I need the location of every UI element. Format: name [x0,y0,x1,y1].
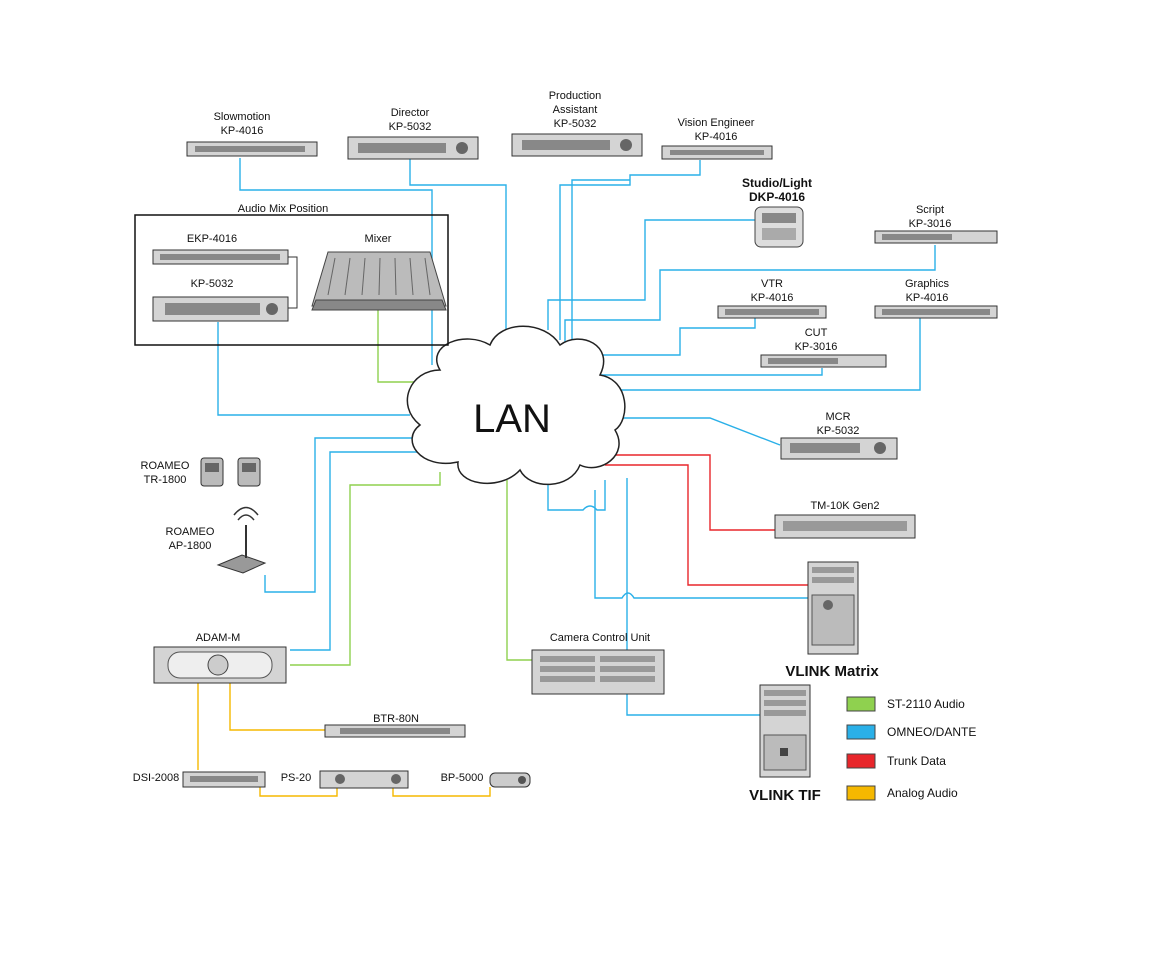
trunk-data-cables [600,454,808,586]
svg-text:Director: Director [391,107,430,119]
legend-item: Trunk Data [846,753,946,769]
tm-10k-gen2[interactable]: TM-10K Gen2 [774,500,916,539]
lan-label: LAN [473,397,551,441]
vlink-tif[interactable]: VLINK TIF [749,684,821,804]
svg-text:KP-4016: KP-4016 [221,125,264,137]
omneo-dante-cables [217,158,936,716]
svg-text:CUT: CUT [805,327,828,339]
svg-text:BTR-80N: BTR-80N [373,713,419,725]
legend-item: Analog Audio [846,785,958,801]
svg-text:KP-3016: KP-3016 [795,341,838,353]
ps-20[interactable]: PS-20 [281,770,409,789]
svg-text:Camera Control Unit: Camera Control Unit [550,632,650,644]
keypanel-director[interactable]: Director KP-5032 [347,107,479,160]
dsi-2008[interactable]: DSI-2008 [133,771,266,788]
kp-label: KP-5032 [191,278,234,290]
mixer-label: Mixer [365,233,392,245]
svg-text:KP-3016: KP-3016 [909,218,952,230]
svg-text:ROAMEO: ROAMEO [141,460,190,472]
svg-text:VLINK TIF: VLINK TIF [749,787,821,804]
keypanel-cut[interactable]: CUT KP-3016 [760,327,887,368]
keypanel-slowmotion[interactable]: Slowmotion KP-4016 [186,111,318,157]
legend-item: OMNEO/DANTE [846,724,976,740]
ekp-label: EKP-4016 [187,233,237,245]
legend-swatch [846,785,876,801]
svg-text:TM-10K Gen2: TM-10K Gen2 [810,500,879,512]
svg-text:ADAM-M: ADAM-M [196,632,241,644]
keypanel-studio-light[interactable]: Studio/Light DKP-4016 [742,176,812,248]
legend-swatch [846,753,876,769]
keypanel-production-assistant[interactable]: Production Assistant KP-5032 [511,90,643,157]
svg-text:Production: Production [549,90,602,102]
svg-text:Vision Engineer: Vision Engineer [678,117,755,129]
audio-mix-position: Audio Mix Position EKP-4016 KP-5032 Mixe… [134,203,449,346]
adam-m[interactable]: ADAM-M [153,632,287,684]
audio-mix-title: Audio Mix Position [238,203,329,215]
legend-label: Trunk Data [887,754,946,768]
svg-text:KP-5032: KP-5032 [554,118,597,130]
bp-5000[interactable]: BP-5000 [441,772,531,788]
svg-text:ROAMEO: ROAMEO [166,526,215,538]
legend-item: ST-2110 Audio [846,696,965,712]
svg-text:PS-20: PS-20 [281,772,312,784]
vlink-matrix[interactable]: VLINK Matrix [785,561,879,680]
svg-text:KP-5032: KP-5032 [389,121,432,133]
legend-label: Analog Audio [887,786,958,800]
keypanel-vision-engineer[interactable]: Vision Engineer KP-4016 [661,117,773,160]
analog-audio-cables [197,683,491,797]
svg-text:Assistant: Assistant [553,104,598,116]
legend-label: ST-2110 Audio [887,697,965,711]
svg-text:VLINK Matrix: VLINK Matrix [785,663,879,680]
keypanel-graphics[interactable]: Graphics KP-4016 [874,278,998,319]
svg-text:Studio/Light: Studio/Light [742,176,812,190]
svg-text:DSI-2008: DSI-2008 [133,772,179,784]
svg-text:AP-1800: AP-1800 [169,540,212,552]
keypanel-script[interactable]: Script KP-3016 [874,204,998,244]
svg-text:VTR: VTR [761,278,783,290]
keypanel-vtr[interactable]: VTR KP-4016 [717,278,827,319]
camera-control-unit[interactable]: Camera Control Unit [531,632,665,695]
svg-text:MCR: MCR [825,411,850,423]
legend-label: OMNEO/DANTE [887,725,976,739]
svg-text:Slowmotion: Slowmotion [214,111,271,123]
svg-text:KP-4016: KP-4016 [906,292,949,304]
legend-swatch [846,724,876,740]
svg-text:Script: Script [916,204,944,216]
cables [197,158,936,797]
svg-text:BP-5000: BP-5000 [441,772,484,784]
svg-text:KP-4016: KP-4016 [751,292,794,304]
st2110-cables [290,310,532,666]
mixer-console [311,251,447,311]
svg-text:KP-5032: KP-5032 [817,425,860,437]
keypanel-mcr[interactable]: MCR KP-5032 [780,411,898,460]
roameo-ap-1800[interactable]: ROAMEO AP-1800 [166,506,267,574]
svg-text:Graphics: Graphics [905,278,950,290]
svg-text:DKP-4016: DKP-4016 [749,190,805,204]
legend-swatch [846,696,876,712]
btr-80n[interactable]: BTR-80N [324,713,466,738]
lan-cloud: LAN [406,325,626,486]
svg-text:TR-1800: TR-1800 [144,474,187,486]
svg-text:KP-4016: KP-4016 [695,131,738,143]
roameo-tr-1800[interactable]: ROAMEO TR-1800 [141,457,261,487]
